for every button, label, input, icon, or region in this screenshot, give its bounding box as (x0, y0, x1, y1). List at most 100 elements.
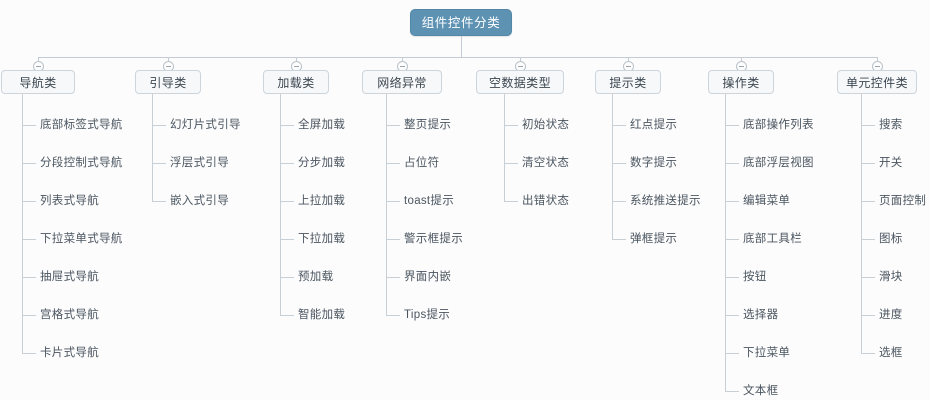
leaf-connector (725, 239, 739, 240)
leaf-connector (725, 163, 739, 164)
leaf-node[interactable]: 智能加载 (298, 309, 346, 321)
leaf-node[interactable]: 抽屉式导航 (40, 271, 99, 283)
leaf-node[interactable]: 文本框 (743, 385, 779, 397)
category-node-4[interactable]: 网络异常 (362, 70, 442, 94)
leaf-node[interactable]: 预加载 (298, 271, 334, 283)
leaf-node[interactable]: 列表式导航 (40, 195, 99, 207)
branch-drop-line (402, 57, 403, 61)
leaf-node[interactable]: 底部浮层视图 (743, 157, 814, 169)
leaf-connector (504, 201, 518, 202)
leaf-node[interactable]: 进度 (879, 309, 903, 321)
leaf-connector (280, 239, 294, 240)
leaf-node[interactable]: 弹框提示 (630, 233, 678, 245)
category-node-8[interactable]: 单元控件类 (837, 70, 917, 94)
branch-trunk-line (504, 94, 505, 201)
leaf-connector (612, 239, 626, 240)
branch-drop-line (877, 57, 878, 61)
leaf-node[interactable]: 占位符 (404, 157, 440, 169)
leaf-node[interactable]: 底部工具栏 (743, 233, 802, 245)
leaf-connector (152, 125, 166, 126)
leaf-node[interactable]: toast提示 (404, 195, 455, 207)
branch-trunk-line (22, 94, 23, 353)
leaf-connector (386, 239, 400, 240)
leaf-node[interactable]: 系统推送提示 (630, 195, 701, 207)
branch-drop-line (628, 57, 629, 61)
leaf-connector (22, 277, 36, 278)
leaf-node[interactable]: 页面控制 (879, 195, 927, 207)
leaf-node[interactable]: 底部标签式导航 (40, 119, 123, 131)
branch-trunk-line (861, 94, 862, 353)
leaf-node[interactable]: 卡片式导航 (40, 347, 99, 359)
leaf-node[interactable]: 选择器 (743, 309, 779, 321)
leaf-connector (386, 125, 400, 126)
leaf-connector (22, 239, 36, 240)
leaf-node[interactable]: 红点提示 (630, 119, 678, 131)
leaf-node[interactable]: 嵌入式引导 (170, 195, 229, 207)
leaf-node[interactable]: 下拉菜单 (743, 347, 791, 359)
leaf-node[interactable]: 编辑菜单 (743, 195, 791, 207)
leaf-node[interactable]: 选框 (879, 347, 903, 359)
leaf-connector (22, 315, 36, 316)
leaf-connector (861, 315, 875, 316)
leaf-connector (280, 201, 294, 202)
leaf-connector (612, 125, 626, 126)
category-node-5[interactable]: 空数据类型 (476, 70, 564, 94)
leaf-connector (386, 277, 400, 278)
branch-trunk-line (280, 94, 281, 315)
branch-drop-line (296, 57, 297, 61)
leaf-connector (861, 353, 875, 354)
leaf-node[interactable]: 警示框提示 (404, 233, 463, 245)
leaf-connector (280, 163, 294, 164)
category-node-3[interactable]: 加载类 (263, 70, 329, 94)
category-node-7[interactable]: 操作类 (708, 70, 774, 94)
leaf-node[interactable]: 幻灯片式引导 (170, 119, 241, 131)
category-node-2[interactable]: 引导类 (135, 70, 201, 94)
leaf-connector (725, 353, 739, 354)
branch-trunk-line (386, 94, 387, 315)
root-stem (461, 36, 462, 57)
leaf-node[interactable]: 按钮 (743, 271, 767, 283)
category-node-1[interactable]: 导航类 (1, 70, 75, 94)
leaf-node[interactable]: 宫格式导航 (40, 309, 99, 321)
leaf-node[interactable]: 分步加载 (298, 157, 346, 169)
leaf-node[interactable]: 浮层式引导 (170, 157, 229, 169)
leaf-connector (725, 125, 739, 126)
leaf-node[interactable]: 开关 (879, 157, 903, 169)
leaf-connector (504, 125, 518, 126)
leaf-node[interactable]: 分段控制式导航 (40, 157, 123, 169)
leaf-connector (612, 201, 626, 202)
leaf-connector (861, 163, 875, 164)
leaf-connector (725, 315, 739, 316)
leaf-node[interactable]: 下拉加载 (298, 233, 346, 245)
leaf-node[interactable]: 上拉加载 (298, 195, 346, 207)
leaf-connector (725, 391, 739, 392)
leaf-connector (22, 353, 36, 354)
leaf-node[interactable]: 数字提示 (630, 157, 678, 169)
leaf-node[interactable]: 全屏加载 (298, 119, 346, 131)
leaf-connector (280, 125, 294, 126)
leaf-node[interactable]: 初始状态 (522, 119, 570, 131)
leaf-connector (861, 277, 875, 278)
branch-drop-line (168, 57, 169, 61)
leaf-node[interactable]: 搜索 (879, 119, 903, 131)
leaf-node[interactable]: 底部操作列表 (743, 119, 814, 131)
category-node-6[interactable]: 提示类 (595, 70, 661, 94)
leaf-connector (861, 201, 875, 202)
leaf-connector (280, 315, 294, 316)
leaf-node[interactable]: 下拉菜单式导航 (40, 233, 123, 245)
leaf-connector (386, 201, 400, 202)
leaf-connector (725, 277, 739, 278)
leaf-connector (725, 201, 739, 202)
leaf-node[interactable]: 界面内嵌 (404, 271, 452, 283)
leaf-node[interactable]: 图标 (879, 233, 903, 245)
leaf-node[interactable]: 滑块 (879, 271, 903, 283)
leaf-node[interactable]: Tips提示 (404, 309, 451, 321)
leaf-node[interactable]: 出错状态 (522, 195, 570, 207)
leaf-connector (612, 163, 626, 164)
leaf-node[interactable]: 清空状态 (522, 157, 570, 169)
root-node[interactable]: 组件控件分类 (410, 9, 512, 36)
leaf-connector (22, 125, 36, 126)
leaf-node[interactable]: 整页提示 (404, 119, 452, 131)
branch-trunk-line (725, 94, 726, 391)
